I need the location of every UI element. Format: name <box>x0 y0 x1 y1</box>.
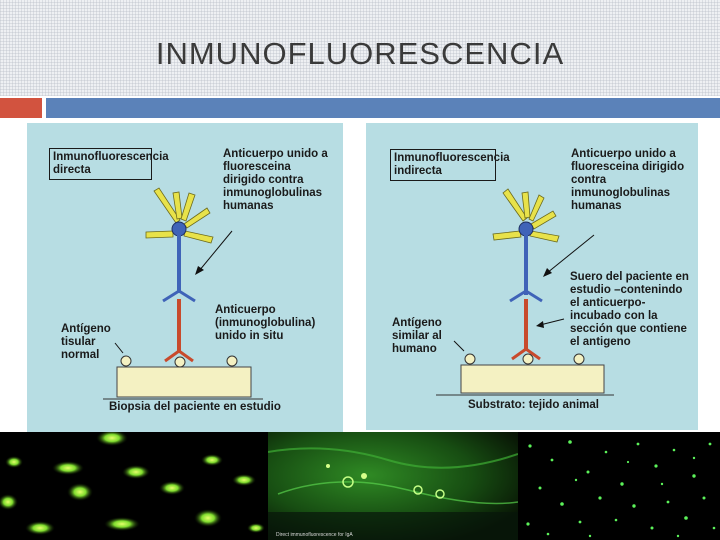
fluorescein-head <box>518 221 534 237</box>
indirect-label-antigen: Antígeno similar al humano <box>392 317 442 355</box>
title-area: INMUNOFLUORESCENCIA <box>0 0 720 96</box>
diagram-direct: Inmunofluorescencia directa Anticuerpo u… <box>27 123 343 432</box>
fluorescein-head <box>171 221 187 237</box>
tissue-block <box>116 366 252 398</box>
antibody-stem <box>177 299 181 353</box>
antigen-bead <box>174 356 186 368</box>
accent-bar-blue <box>46 98 720 118</box>
micrograph-middle: Direct immunofluorescence for IgA <box>268 432 518 540</box>
direct-label-substrate: Biopsia del paciente en estudio <box>109 401 281 413</box>
indirect-header: Inmunofluorescencia indirecta <box>390 149 510 181</box>
micrograph-left <box>0 432 268 540</box>
pointer-head <box>543 268 552 277</box>
pointer-head <box>195 266 204 275</box>
antigen-bead <box>573 353 585 365</box>
indirect-label-serum: Suero del paciente en estudio –contenind… <box>570 271 689 348</box>
conjugate-stem <box>177 235 181 293</box>
slide-title: INMUNOFLUORESCENCIA <box>155 36 565 71</box>
antigen-bead <box>120 355 132 367</box>
indirect-illustration <box>436 188 614 396</box>
pointer-conjugate <box>546 234 595 274</box>
micrograph-right <box>518 432 720 540</box>
pointer-antigen <box>114 342 124 354</box>
antigen-bead <box>226 355 238 367</box>
conjugate-stem <box>524 235 528 295</box>
fluorescent-dots-image <box>526 440 716 538</box>
conjugate-arms <box>162 289 196 303</box>
indirect-label-substrate: Substrato: tejido animal <box>468 399 599 411</box>
conjugate-arms <box>509 289 543 303</box>
micrograph-caption: Direct immunofluorescence for IgA <box>276 532 353 538</box>
direct-label-antigen: Antígeno tisular normal <box>61 323 111 361</box>
fluorescein-rays <box>145 187 214 244</box>
direct-header: Inmunofluorescencia directa <box>49 148 169 180</box>
antibody-arms <box>511 347 541 361</box>
pointer-conjugate <box>198 230 233 272</box>
diagram-indirect: Inmunofluorescencia indirecta Anticuerpo… <box>366 123 698 430</box>
direct-label-conjugate: Anticuerpo unido a fluoresceina dirigido… <box>223 148 328 212</box>
antigen-bead <box>522 353 534 365</box>
pointer-antigen <box>453 340 465 352</box>
indirect-label-conjugate: Anticuerpo unido a fluoresceina dirigido… <box>571 148 685 212</box>
antigen-bead <box>464 353 476 365</box>
antibody-stem <box>524 299 528 351</box>
fluorescein-rays <box>492 188 560 243</box>
immunofluorescence-tissue-image <box>268 432 518 540</box>
direct-label-antibody: Anticuerpo (inmunoglobulina) unido in si… <box>215 304 316 342</box>
pointer-head <box>536 321 544 328</box>
tissue-block <box>460 364 605 394</box>
accent-bar-red <box>0 98 42 118</box>
fluorescent-cells-image <box>0 432 265 535</box>
antibody-arms <box>164 349 194 363</box>
direct-illustration <box>103 187 263 400</box>
pointer-serum <box>539 318 565 326</box>
